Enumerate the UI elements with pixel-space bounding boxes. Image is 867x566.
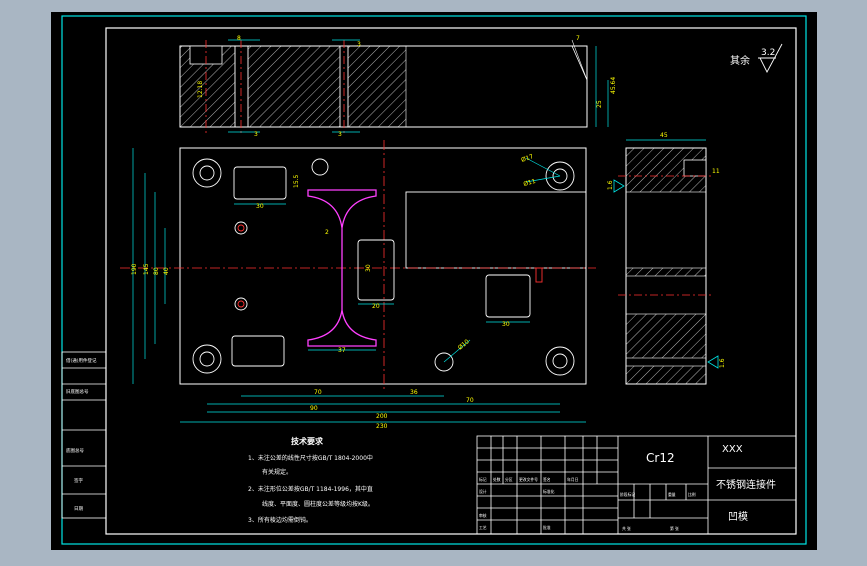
- tb-label-count: 处数: [493, 477, 501, 482]
- dim-hole-17: Ø17: [520, 153, 534, 164]
- tb-label-review: 审核: [479, 513, 487, 518]
- dim-side-width: 45: [660, 132, 668, 139]
- model-space: [51, 12, 817, 550]
- tb-label-change-doc: 更改文件号: [519, 477, 538, 482]
- tb-label-scale: 比例: [688, 492, 696, 497]
- tb-label-total-sheets: 共 张: [622, 526, 631, 531]
- inner-frame: [105, 27, 797, 535]
- dim-side-c: 1.6: [719, 358, 726, 368]
- dim-depth-left: 12.18: [197, 81, 204, 98]
- dim-horiz-1: 70: [314, 389, 322, 396]
- dim-pocket-top: 30: [256, 203, 264, 210]
- tb-label-zone: 分区: [505, 477, 513, 482]
- tb-label-process: 工艺: [479, 525, 487, 530]
- tb-label-sign: 签名: [543, 477, 551, 482]
- tb-label-date: 年月日: [567, 477, 579, 482]
- dim-flange-w: 37: [338, 347, 346, 354]
- tb-label-standard: 标准化: [543, 489, 555, 494]
- tb-label-mark: 标记: [479, 477, 487, 482]
- tech-req-line1: 1、未注公差的线性尺寸按GB/T 1804-2000中: [248, 454, 373, 462]
- dim-slot-width-right: 3: [357, 41, 361, 48]
- dim-pocket-right: 30: [502, 321, 510, 328]
- dim-pocket-mid-w: 20: [372, 303, 380, 310]
- tech-req-line3: 3、所有棱边均需倒钝。: [248, 516, 312, 524]
- strip-label-4: 签字: [74, 477, 83, 484]
- strip-label-1: 借(通)用件登记: [66, 357, 97, 364]
- dim-vert-2: 145: [143, 263, 150, 275]
- left-strip: [61, 351, 107, 519]
- part-name-label: 不锈钢连接件: [716, 478, 776, 491]
- tech-req-line2b: 线度、平面度、圆柱度公差等级均按K级。: [262, 500, 374, 508]
- tb-label-sheet-no: 第 张: [670, 526, 679, 531]
- roughness-prefix: 其余: [730, 54, 750, 67]
- strip-label-3: 底图总号: [66, 447, 84, 454]
- outer-frame: [61, 15, 807, 545]
- dim-hole-11: Ø11: [523, 178, 537, 188]
- dim-side-a: 11: [712, 168, 720, 175]
- company-label: XXX: [722, 444, 743, 455]
- drawing-name-label: 凹模: [728, 511, 748, 523]
- roughness-symbol: [758, 43, 783, 73]
- dim-vert-3: 80: [153, 267, 160, 275]
- dim-vert-4: 40: [163, 267, 170, 275]
- tb-label-weight: 重量: [668, 492, 676, 497]
- tech-req-title: 技术要求: [291, 436, 324, 446]
- dim-horiz-6: 230: [376, 423, 388, 430]
- material-label: Cr12: [646, 451, 675, 465]
- dim-horiz-2: 36: [410, 389, 418, 396]
- dim-pocket-mid-h: 30: [365, 264, 372, 272]
- tb-label-approve: 批准: [543, 525, 551, 530]
- dim-total-height: 45.64: [610, 77, 617, 94]
- dim-slope: 7: [576, 35, 580, 42]
- tech-req-line1b: 有关规定。: [262, 468, 292, 476]
- dim-horiz-3: 70: [466, 397, 474, 404]
- dim-slot-width: 8: [237, 35, 241, 42]
- side-section-view: [613, 139, 719, 385]
- strip-label-5: 日期: [74, 506, 83, 512]
- dim-web-gap: 2: [325, 229, 329, 236]
- dim-depth-right: 25: [596, 100, 603, 108]
- dim-offset-b: 3: [338, 131, 342, 138]
- dim-horiz-5: 200: [376, 413, 388, 420]
- dim-side-b: 1.6: [607, 180, 614, 190]
- dim-horiz-4: 90: [310, 405, 318, 412]
- tb-label-design: 设计: [479, 489, 487, 494]
- dim-offset-a: 3: [254, 131, 258, 138]
- dim-vert-1: 190: [131, 263, 138, 275]
- plan-view: [120, 140, 596, 423]
- technical-requirements: 技术要求 1、未注公差的线性尺寸按GB/T 1804-2000中 有关规定。 2…: [248, 436, 374, 524]
- roughness-value: 3.2: [761, 48, 775, 58]
- tb-label-stage: 阶段标记: [620, 492, 635, 497]
- top-section-view: [179, 39, 609, 134]
- title-block: [476, 435, 797, 535]
- strip-label-2: 旧底图总号: [66, 388, 89, 395]
- dim-small-h: 15.5: [293, 174, 300, 188]
- tech-req-line2: 2、未注形位公差按GB/T 1184-1996，其中直: [248, 485, 373, 493]
